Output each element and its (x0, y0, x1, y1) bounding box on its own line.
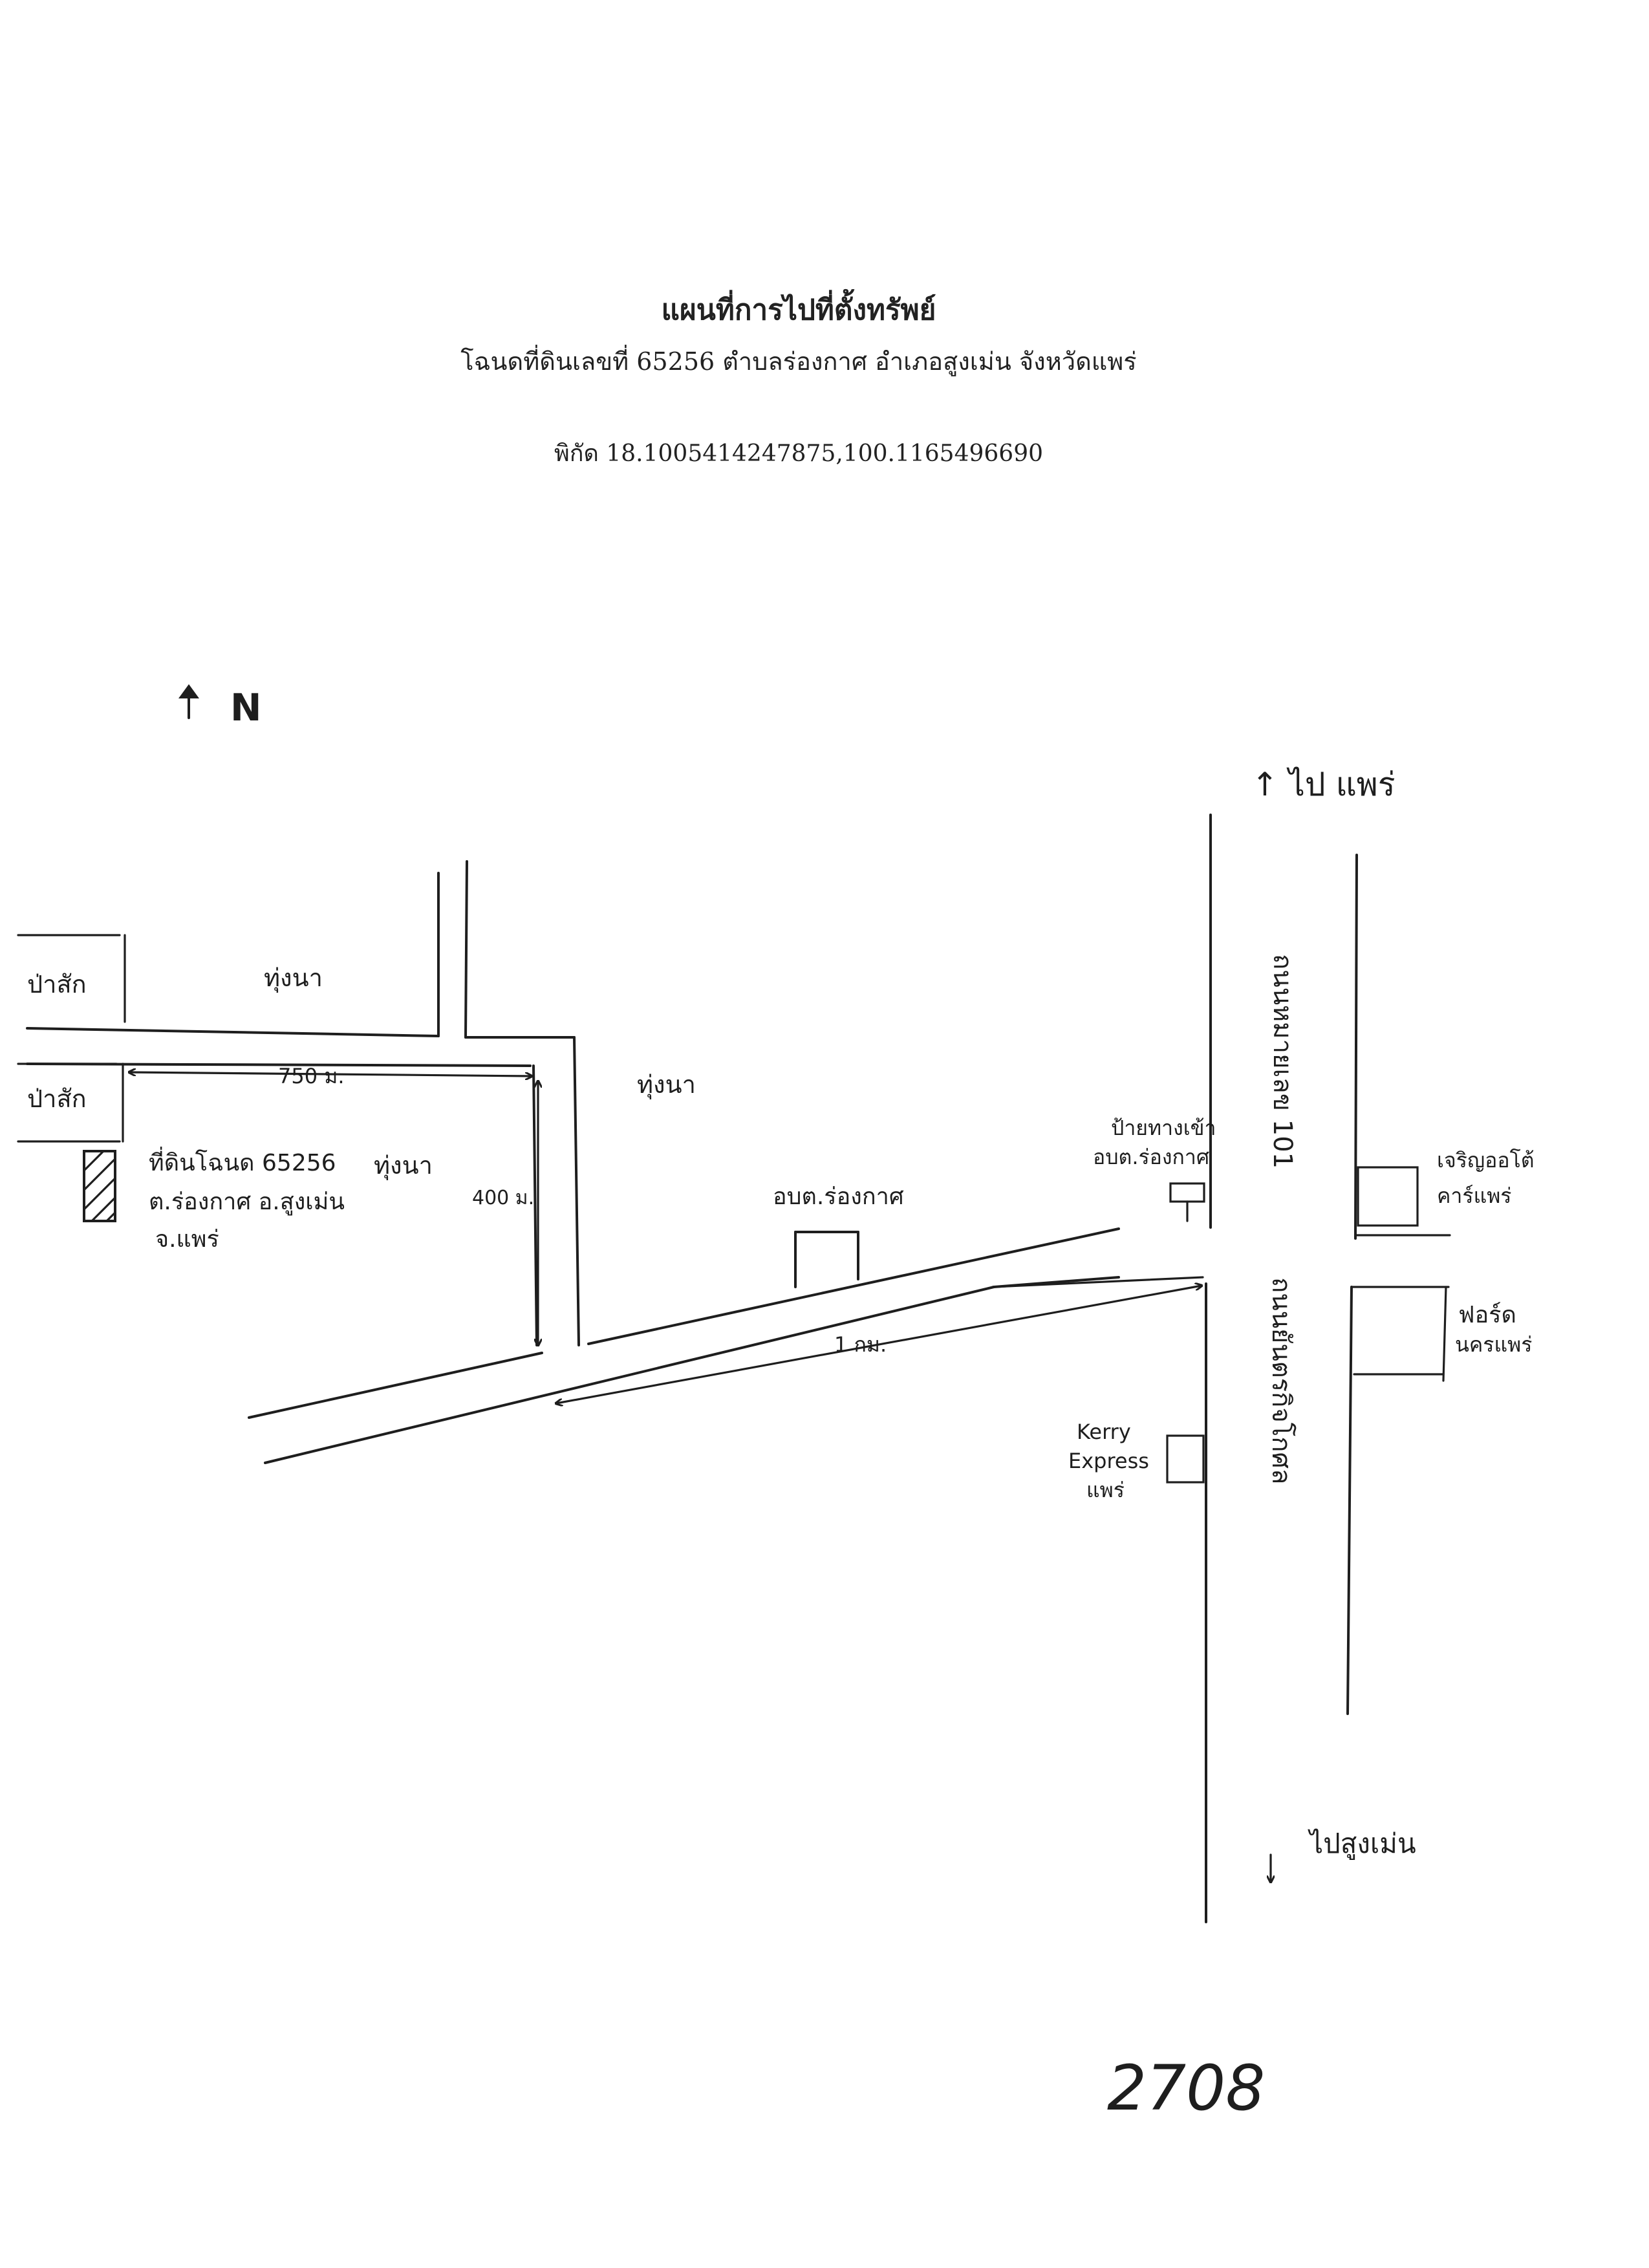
north-arrow-icon (178, 684, 199, 719)
land-label-line1: ที่ดินโฉนด 65256 (149, 1147, 336, 1176)
kerry-express-building (1166, 1434, 1205, 1484)
road-101-label: ถนนหมายเลข 101 (1267, 954, 1297, 1169)
kerry-label-1: Kerry (1077, 1420, 1131, 1444)
land-plot-hatched (83, 1150, 116, 1222)
kerry-label-3: แพร่ (1086, 1478, 1125, 1502)
teak-forest-label-1: ป่าสัก (27, 970, 87, 999)
charoen-auto-label-1: เจริญออโต้ (1437, 1148, 1535, 1172)
entrance-sign-icon (1169, 1182, 1205, 1222)
sao-office-label: อบต.ร่องกาศ (773, 1183, 904, 1210)
rice-field-label-2: ทุ่งนา (637, 1070, 696, 1099)
charoen-auto-label-2: คาร์แพร่ (1437, 1183, 1511, 1208)
ford-dealer-building (1350, 1286, 1450, 1382)
kerry-label-2: Express (1068, 1449, 1149, 1473)
road-name-label: ถนนยันตรกิจโกศล (1266, 1277, 1296, 1484)
entrance-sign-label-1: ป้ายทางเข้า (1111, 1116, 1216, 1140)
sao-office-building (794, 1231, 859, 1288)
rice-field-label-1: ทุ่งนา (264, 964, 323, 993)
coordinates-text: พิกัด 18.1005414247875,100.1165496690 (554, 440, 1043, 467)
side-road-north (437, 860, 580, 1346)
distance-750m-arrow (129, 1072, 532, 1076)
distance-750m-label: 750 ม. (278, 1064, 345, 1088)
to-sung-men-label: ไปสูงเม่น (1308, 1828, 1416, 1860)
highway-101 (1205, 814, 1358, 1923)
ford-label-1: ฟอร์ด (1458, 1302, 1516, 1328)
rice-field-label-3: ทุ่งนา (374, 1151, 433, 1180)
land-label-line3: จ.แพร่ (155, 1226, 219, 1253)
land-label-line2: ต.ร่องกาศ อ.สูงเม่น (149, 1189, 345, 1216)
map-title: แผนที่การไปที่ตั้งทรัพย์ (661, 294, 936, 327)
ford-label-2: นครแพร่ (1455, 1332, 1532, 1357)
teak-forest-box-upper (17, 934, 126, 1023)
local-road-west (26, 1027, 576, 1067)
to-phrae-label: ↑ ไป แพร่ (1251, 766, 1396, 803)
distance-1km-label: 1 กม. (834, 1332, 887, 1357)
access-road-diagonal (248, 1227, 1204, 1464)
entrance-sign-label-2: อบต.ร่องกาศ (1093, 1145, 1209, 1169)
map-subtitle: โฉนดที่ดินเลขที่ 65256 ตำบลร่องกาศ อำเภอ… (460, 347, 1137, 376)
teak-forest-label-2: ป่าสัก (27, 1085, 87, 1113)
north-label: N (230, 686, 262, 729)
handwritten-number: 2708 (1107, 2052, 1265, 2124)
distance-400m-label: 400 ม. (472, 1187, 534, 1209)
distance-1km-arrow (556, 1286, 1202, 1403)
charoen-auto-building (1354, 1166, 1451, 1237)
